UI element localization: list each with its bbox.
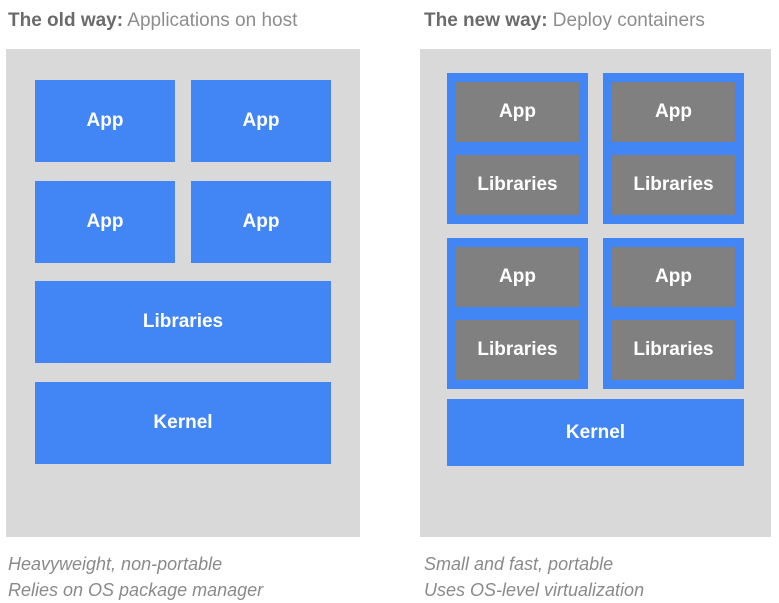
containers-panel: App Libraries App Libraries App Librarie…: [420, 49, 771, 537]
container-row: App Libraries App Libraries: [447, 73, 744, 224]
container-box: App Libraries: [447, 238, 588, 389]
old-way-caption-line1: Heavyweight, non-portable: [8, 554, 223, 574]
new-way-title-regular: Deploy containers: [547, 10, 705, 31]
new-way-title-bold: The new way:: [424, 10, 548, 31]
container-box: App Libraries: [447, 73, 588, 224]
kernel-box: Kernel: [447, 399, 744, 466]
app-box: App: [191, 80, 331, 162]
old-way-title-bold: The old way:: [8, 10, 124, 31]
container-app-box: App: [612, 247, 735, 307]
container-row: App Libraries App Libraries: [447, 238, 744, 389]
app-box: App: [35, 80, 175, 162]
container-libraries-box: Libraries: [612, 155, 735, 215]
new-way-caption: Small and fast, portable Uses OS-level v…: [424, 551, 644, 603]
old-way-title-regular: Applications on host: [123, 10, 298, 31]
host-panel: App App App App Libraries Kernel: [6, 49, 360, 537]
app-box: App: [35, 181, 175, 263]
container-box: App Libraries: [603, 73, 744, 224]
kernel-box: Kernel: [35, 382, 331, 464]
container-app-box: App: [612, 82, 735, 142]
old-way-title: The old way: Applications on host: [8, 9, 297, 33]
container-app-box: App: [456, 82, 579, 142]
container-app-box: App: [456, 247, 579, 307]
app-row: App App: [35, 181, 331, 263]
new-way-title: The new way: Deploy containers: [424, 9, 705, 33]
old-way-caption-line2: Relies on OS package manager: [8, 580, 264, 600]
libraries-box: Libraries: [35, 281, 331, 363]
app-row: App App: [35, 80, 331, 162]
container-box: App Libraries: [603, 238, 744, 389]
new-way-caption-line2: Uses OS-level virtualization: [424, 580, 645, 600]
new-way-caption-line1: Small and fast, portable: [424, 554, 614, 574]
app-box: App: [191, 181, 331, 263]
container-libraries-box: Libraries: [456, 155, 579, 215]
container-libraries-box: Libraries: [612, 320, 735, 380]
old-way-caption: Heavyweight, non-portable Relies on OS p…: [8, 551, 263, 603]
container-libraries-box: Libraries: [456, 320, 579, 380]
